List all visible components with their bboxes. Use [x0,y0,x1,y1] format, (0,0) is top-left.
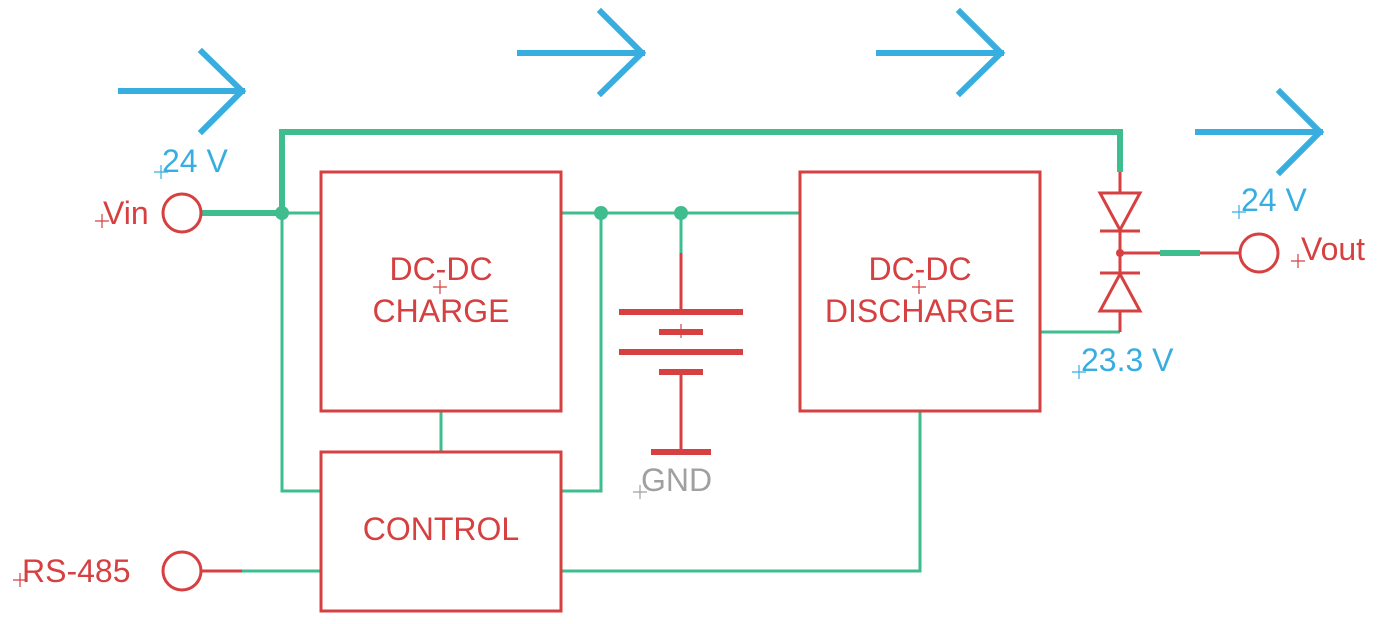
discharge-block-line2: DISCHARGE [825,293,1015,329]
control-block-label: CONTROL [363,511,519,547]
flow-arrow-3 [876,7,1006,98]
junction-dot [674,206,688,220]
rs485-port[interactable] [161,550,203,592]
vin-label: Vin [103,195,149,231]
charge-block-line2: CHARGE [373,293,510,329]
vin-voltage-label: 24 V [162,143,228,179]
vout-voltage-label: 24 V [1241,182,1307,218]
diode-pair [1097,172,1240,332]
battery-symbol [619,253,743,455]
rs485-label: RS-485 [22,553,131,589]
charge-block-line1: DC-DC [389,251,492,287]
bypass-bus [279,129,1123,213]
gnd-label: GND [641,462,712,498]
vin-port[interactable] [161,192,203,234]
flow-arrow-2 [517,7,647,98]
vout-label: Vout [1301,231,1365,267]
dc-dc-discharge-block [798,170,1042,413]
junction-dot [594,206,608,220]
vout-port[interactable] [1238,232,1280,274]
dc-dc-charge-block [319,170,563,413]
flow-arrow-4 [1195,87,1325,177]
discharge-block-line1: DC-DC [868,251,971,287]
flow-arrow-1 [118,47,247,136]
control-block [319,450,563,613]
discharge-output-voltage-label: 23.3 V [1081,342,1174,378]
junction-dot [275,206,289,220]
